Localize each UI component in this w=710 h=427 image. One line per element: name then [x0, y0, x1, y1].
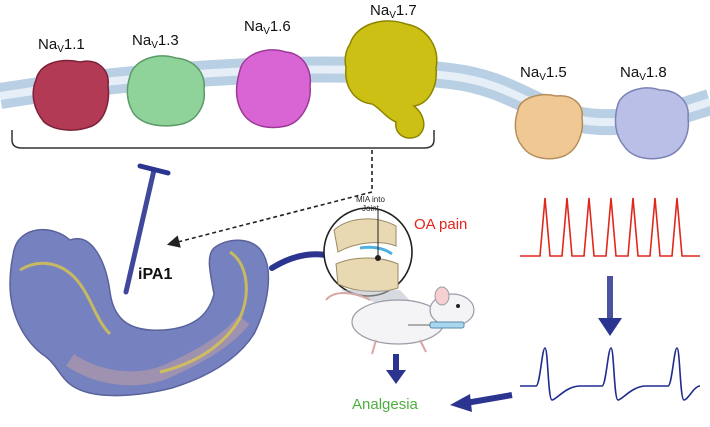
- relief-to-analgesia-arrow: [450, 392, 513, 412]
- channel-group-bracket: [11, 130, 435, 149]
- knee-joint-inset: [323, 207, 413, 297]
- channel-label-nav15: NaV1.5: [520, 64, 567, 83]
- mia-injection-label: MIA into Joint: [356, 195, 385, 213]
- channel-label-nav13: NaV1.3: [132, 32, 179, 51]
- channel-nav15-structure: [514, 94, 584, 160]
- channel-label-nav16: NaV1.6: [244, 18, 291, 37]
- analgesia-firing-trace: [520, 347, 701, 401]
- ipa1-peptide-structure: [9, 228, 270, 397]
- peptide-label: iPA1: [138, 266, 173, 283]
- mouse-illustration: [325, 286, 475, 355]
- pain-to-relief-arrow: [598, 276, 622, 336]
- channel-label-nav18: NaV1.8: [620, 64, 667, 83]
- channel-nav16-structure: [235, 49, 312, 129]
- nav17-to-peptide-dashed-arrow: [166, 150, 373, 248]
- channel-nav18-structure: [614, 87, 690, 160]
- mouse-to-analgesia-arrow: [386, 354, 406, 384]
- channel-label-nav17: NaV1.7: [370, 2, 417, 21]
- channel-nav17-structure: [344, 20, 438, 139]
- analgesia-label: Analgesia: [352, 396, 418, 413]
- oa-pain-firing-trace: [520, 197, 700, 257]
- channel-nav13-structure: [126, 55, 206, 127]
- channel-label-nav11: NaV1.1: [38, 36, 85, 55]
- inhibition-arrow: [123, 163, 171, 295]
- oa-pain-label: OA pain: [414, 216, 468, 233]
- channel-nav11-structure: [32, 59, 110, 131]
